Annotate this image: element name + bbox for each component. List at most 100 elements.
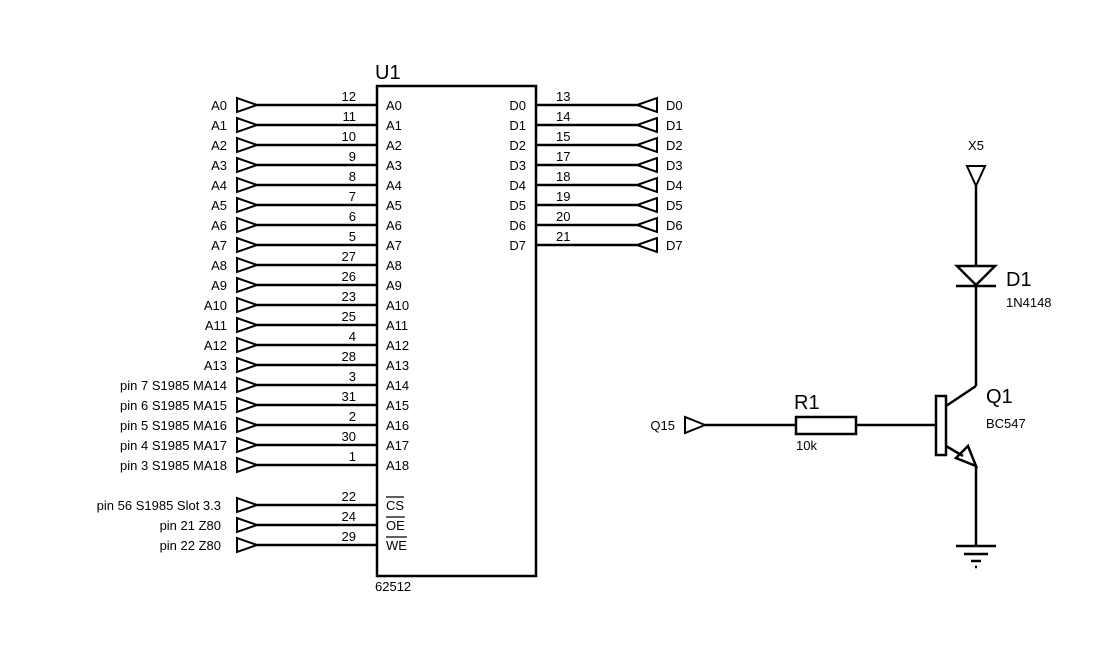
q1-ref: Q1 [986,386,1013,408]
u1-part: 62512 [375,579,411,594]
pin-number: 29 [342,529,356,544]
net-label: pin 4 S1985 MA17 [120,438,227,453]
pin-name: A8 [386,258,402,273]
input-port-icon [236,436,261,454]
bidir-port-icon [633,156,658,174]
pin-number: 20 [556,209,570,224]
net-label: D0 [666,98,683,113]
pin-name: CS [386,498,404,513]
pin-name: A3 [386,158,402,173]
pin-name: A18 [386,458,409,473]
net-label: A3 [211,158,227,173]
input-port-icon [236,516,261,534]
pin-name: D4 [509,178,526,193]
pin-name: A16 [386,418,409,433]
bidir-port-icon [633,96,658,114]
input-port-icon [236,356,261,374]
pin-name: WE [386,538,407,553]
net-label: A5 [211,198,227,213]
q1-emitter-arrow-icon [953,443,979,469]
net-label: D3 [666,158,683,173]
pin-name: D7 [509,238,526,253]
pin-number: 4 [349,329,356,344]
net-label: A13 [204,358,227,373]
net-label: A6 [211,218,227,233]
net-label: A0 [211,98,227,113]
input-port-icon [236,536,261,554]
pin-number: 14 [556,109,570,124]
input-port-icon [236,416,261,434]
pin-number: 8 [349,169,356,184]
pin-name: D0 [509,98,526,113]
x5-label: X5 [968,138,984,153]
pin-name: OE [386,518,405,533]
pin-number: 11 [343,109,357,124]
pin-name: A11 [386,318,408,333]
input-port-icon [236,456,261,474]
pin-number: 30 [342,429,356,444]
u1-right-pins: D013D0D114D1D215D2D317D3D418D4D519D5D620… [509,89,683,254]
input-port-icon [236,396,261,414]
net-label: pin 22 Z80 [160,538,221,553]
input-port-icon [236,136,261,154]
net-label: A12 [204,338,227,353]
input-port-icon [236,116,261,134]
ground-icon [956,544,996,569]
pin-name: D3 [509,158,526,173]
q15-port-icon [684,415,708,435]
pin-name: A2 [386,138,402,153]
pin-number: 9 [349,149,356,164]
net-label: A1 [211,118,227,133]
pin-number: 6 [349,209,356,224]
pin-number: 3 [349,369,356,384]
bidir-port-icon [633,196,658,214]
pin-number: 19 [556,189,570,204]
r1-body [794,415,858,436]
pin-name: A6 [386,218,402,233]
pin-number: 15 [556,129,570,144]
pin-name: D2 [509,138,526,153]
net-label: A2 [211,138,227,153]
q15-label: Q15 [650,418,675,433]
diode-icon [953,264,999,287]
d1-value: 1N4148 [1006,295,1052,310]
input-port-icon [236,296,261,314]
pin-name: A14 [386,378,409,393]
net-label: pin 6 S1985 MA15 [120,398,227,413]
u1-body [375,84,538,578]
input-port-icon [236,256,261,274]
pin-number: 28 [342,349,356,364]
r1-ref: R1 [794,392,820,414]
bidir-port-icon [633,136,658,154]
net-label: A7 [211,238,227,253]
pin-name: D6 [509,218,526,233]
input-port-icon [236,336,261,354]
input-port-icon [236,376,261,394]
input-port-icon [236,156,261,174]
bidir-port-icon [633,116,658,134]
pin-name: A12 [386,338,409,353]
pin-number: 10 [342,129,356,144]
